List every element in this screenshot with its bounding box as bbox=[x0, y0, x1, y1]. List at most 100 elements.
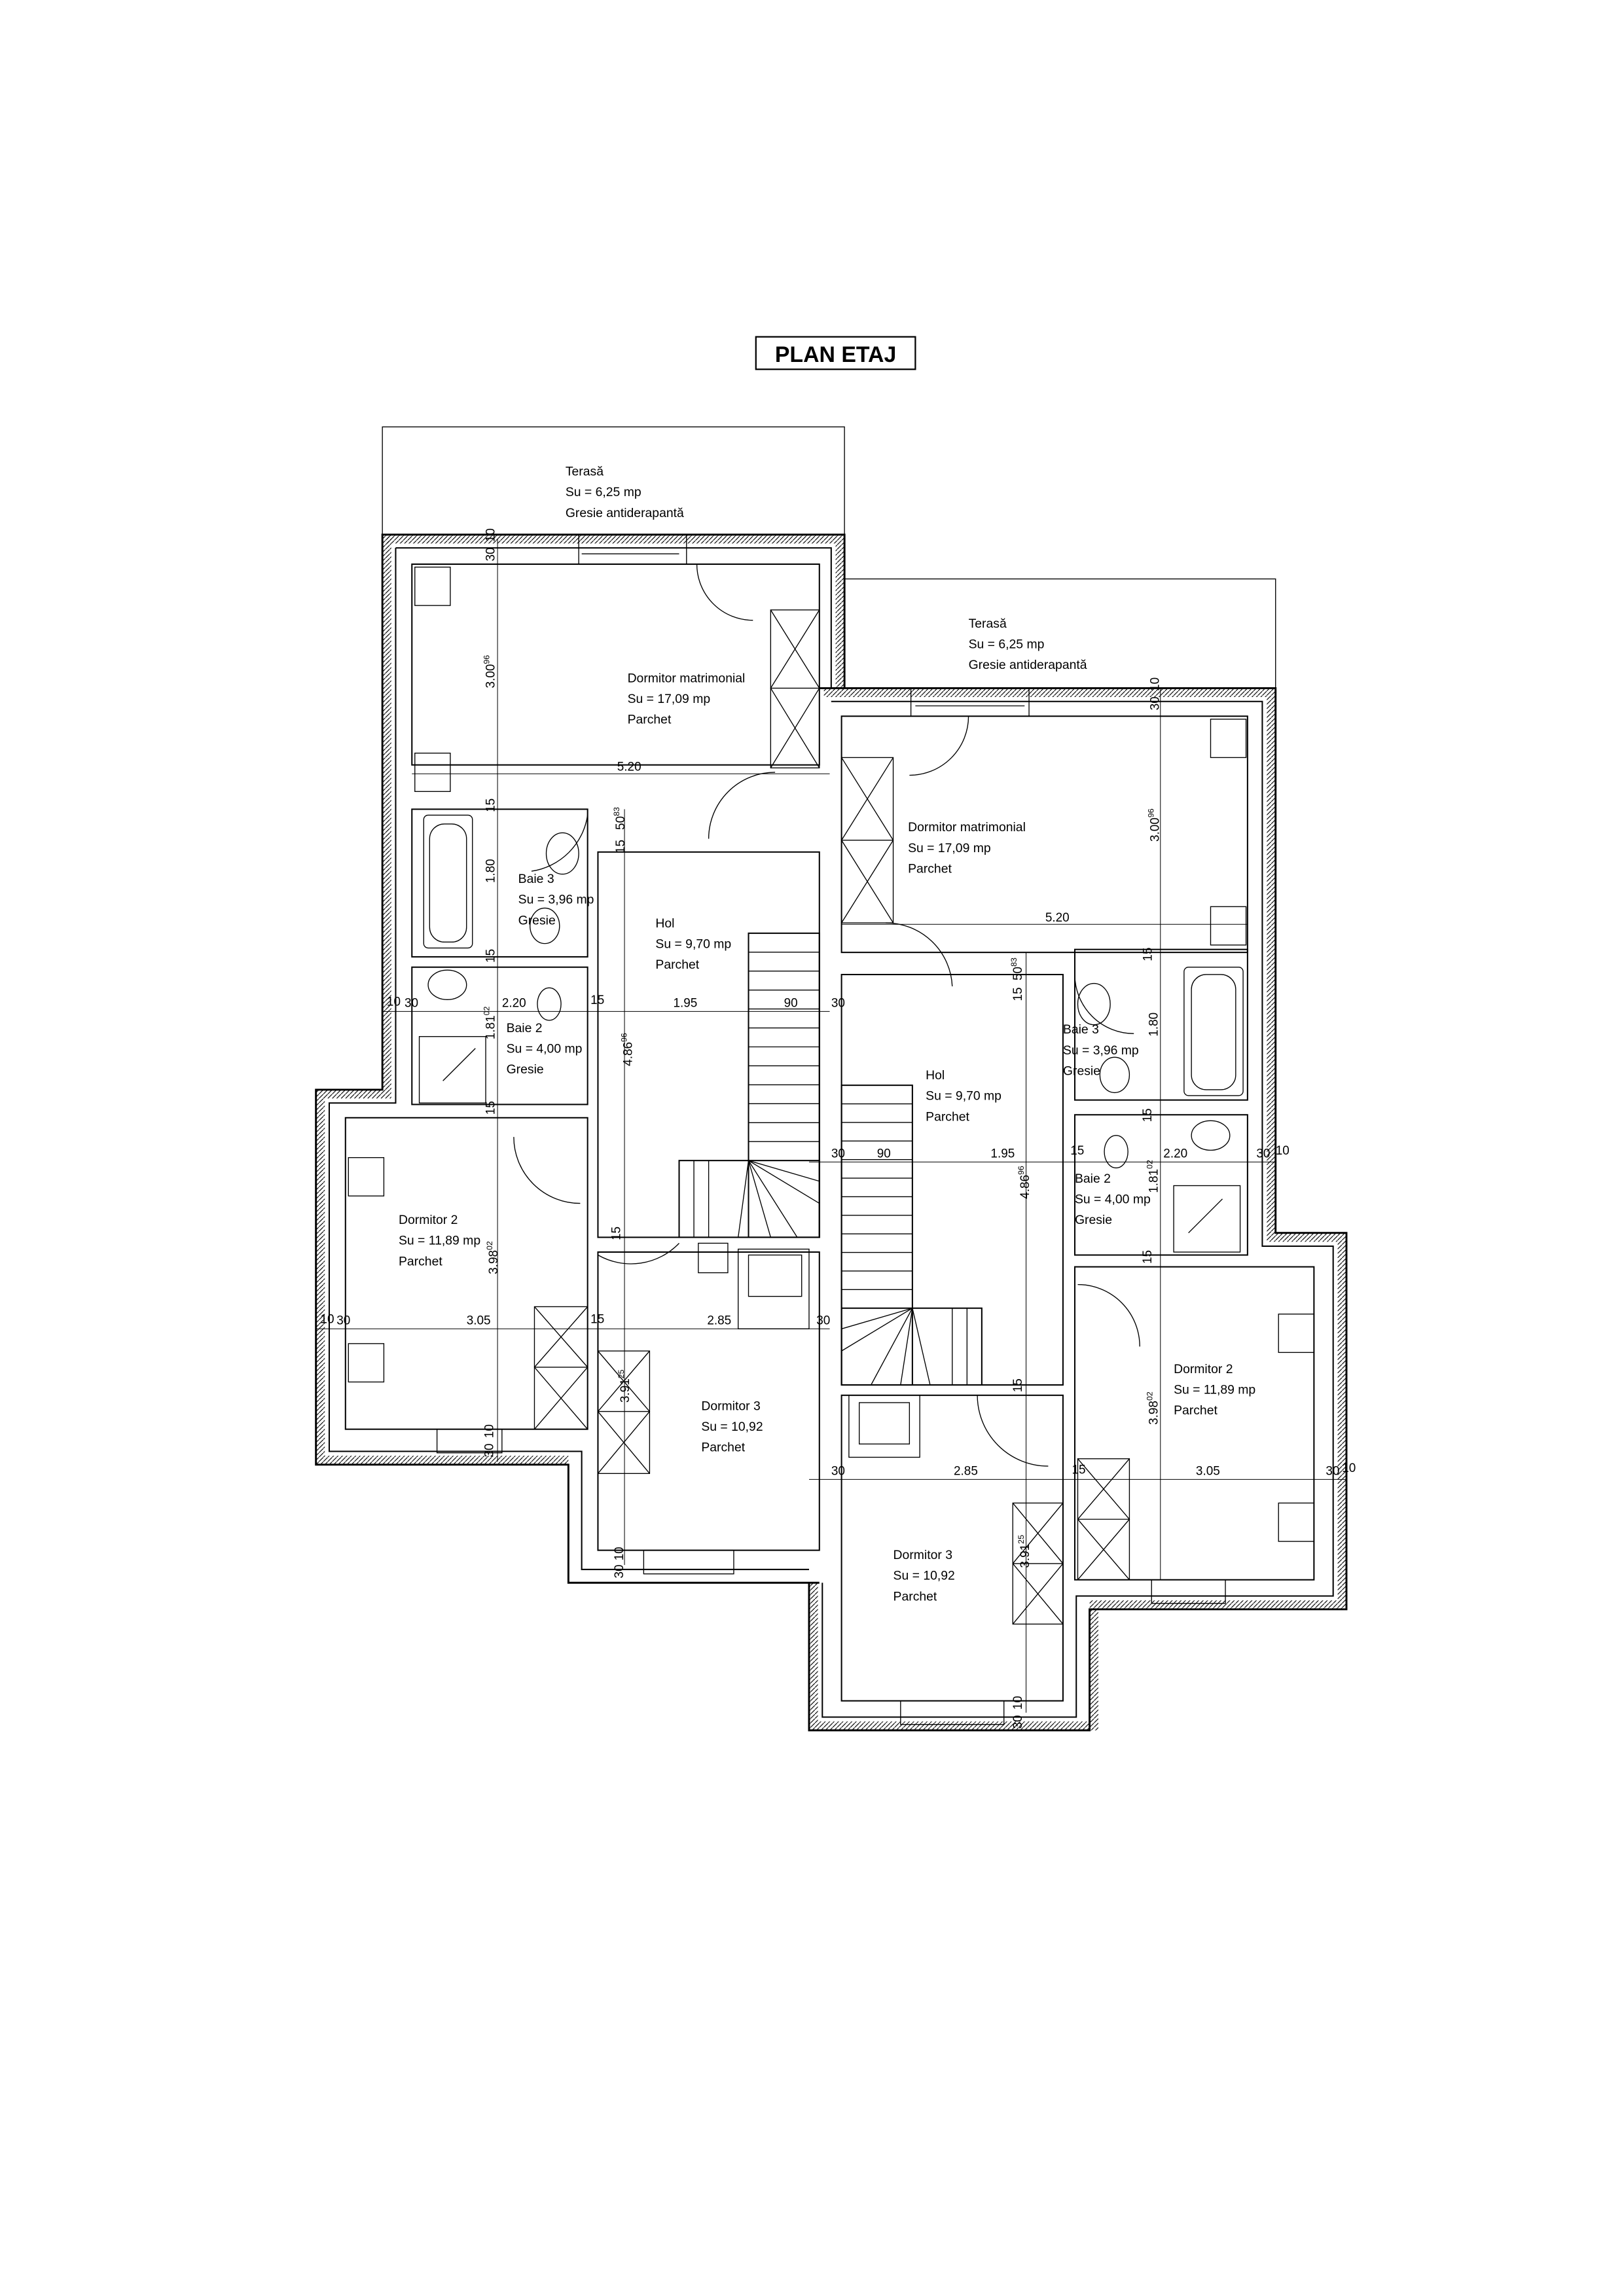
right-dimension-lines bbox=[808, 688, 1346, 1713]
right-dimension-label: 10 bbox=[1011, 1696, 1025, 1710]
right-exterior-insulation bbox=[808, 688, 1346, 1731]
room-floor: Gresie bbox=[1063, 1064, 1100, 1078]
right-dimension-label: 1.8102 bbox=[1145, 1160, 1161, 1193]
dimension-value: 30 bbox=[816, 1314, 830, 1328]
dimension-value: 15 bbox=[1011, 988, 1025, 1001]
left-inner-wall-side bbox=[328, 548, 809, 1570]
dimension-superscript: 83 bbox=[612, 807, 621, 816]
right-master-nightstand bbox=[1210, 719, 1247, 759]
right-outer-wall bbox=[808, 687, 1348, 1732]
room-area: Su = 6,25 mp bbox=[566, 485, 641, 499]
dimension-superscript: 02 bbox=[1145, 1391, 1154, 1401]
room-floor: Gresie antiderapantă bbox=[566, 506, 684, 520]
right-dimension-label: 5.20 bbox=[1045, 911, 1070, 925]
right-bathtub bbox=[1183, 967, 1244, 1096]
left-dimension-label: 30 bbox=[613, 1564, 626, 1578]
left-bathtub-inner bbox=[429, 823, 467, 943]
right-bedroom3-desk-inner bbox=[858, 1402, 911, 1444]
room-name: Hol bbox=[926, 1068, 945, 1083]
dimension-value: 30 bbox=[831, 997, 845, 1011]
left-bedroom2-nightstand bbox=[348, 1157, 385, 1196]
right-shower bbox=[1173, 1185, 1241, 1253]
room-area: Su = 3,96 mp bbox=[518, 893, 594, 907]
dimension-value: 5.20 bbox=[1045, 911, 1070, 925]
dimension-value: 15 bbox=[1141, 948, 1155, 961]
right-inner-wall bbox=[821, 700, 1334, 1718]
room-area: Su = 17,09 mp bbox=[628, 692, 711, 706]
room-floor: Parchet bbox=[893, 1589, 937, 1604]
left-exterior-insulation-side bbox=[316, 534, 569, 1465]
dimension-value: 3.98 bbox=[487, 1250, 501, 1274]
room-floor: Gresie bbox=[1075, 1213, 1112, 1227]
right-stairs bbox=[840, 1085, 913, 1386]
dimension-value: 4.86 bbox=[621, 1042, 635, 1066]
right-bathtub-inner bbox=[1191, 974, 1236, 1090]
left-dimension-label: 30 bbox=[831, 997, 845, 1011]
room-floor: Parchet bbox=[628, 713, 672, 727]
right-dimension-label: 5083 bbox=[1009, 958, 1025, 980]
dimension-value: 15 bbox=[590, 1312, 604, 1326]
left-dimension-label: 10 bbox=[613, 1547, 626, 1560]
right-window-bedroom3 bbox=[900, 1700, 1005, 1725]
plan-title-text: PLAN ETAJ bbox=[775, 342, 896, 367]
room-name: Terasă bbox=[566, 465, 604, 479]
dimension-value: 50 bbox=[1011, 967, 1025, 980]
left-bathtub bbox=[423, 814, 473, 949]
dimension-value: 30 bbox=[1326, 1465, 1339, 1479]
left-dimension-label: 15 bbox=[484, 949, 498, 963]
right-dimension-label: 15 bbox=[1011, 1378, 1025, 1392]
left-bedroom3-desk-inner bbox=[748, 1254, 803, 1297]
dimension-value: 3.91 bbox=[619, 1378, 632, 1403]
room-area: Su = 11,89 mp bbox=[399, 1234, 480, 1248]
room-floor: Parchet bbox=[701, 1440, 745, 1454]
right-bath3-toilet bbox=[1099, 1056, 1130, 1094]
dimension-superscript: 96 bbox=[482, 655, 492, 664]
left-dimension-label: 3.0096 bbox=[482, 655, 498, 689]
dimension-superscript: 02 bbox=[482, 1006, 492, 1015]
room-area: Su = 17,09 mp bbox=[908, 841, 991, 855]
right-dimension-label: 15 bbox=[1141, 948, 1155, 961]
dimension-value: 2.85 bbox=[707, 1314, 731, 1328]
dimension-value: 10 bbox=[1149, 677, 1163, 691]
right-dimension-label: 15 bbox=[1011, 988, 1025, 1001]
right-bath3 bbox=[1074, 948, 1248, 1101]
dimension-value: 90 bbox=[784, 997, 798, 1011]
dimension-value: 30 bbox=[336, 1314, 350, 1328]
room-area: Su = 4,00 mp bbox=[507, 1042, 583, 1056]
right-bedroom2-nightstand-2 bbox=[1278, 1502, 1315, 1542]
right-bath2-sink bbox=[1191, 1120, 1231, 1151]
left-bedroom2-nightstand-2 bbox=[348, 1343, 385, 1383]
right-master-wardrobe-x bbox=[840, 757, 894, 924]
dimension-value: 10 bbox=[613, 1547, 626, 1560]
right-dimension-label: 3.05 bbox=[1196, 1465, 1220, 1479]
room-area: Su = 9,70 mp bbox=[655, 937, 731, 951]
room-name: Dormitor 3 bbox=[701, 1399, 760, 1413]
left-dimension-label: 3.9802 bbox=[485, 1241, 501, 1274]
dimension-value: 1.95 bbox=[673, 997, 697, 1011]
room-name: Baie 2 bbox=[1075, 1172, 1111, 1186]
left-dimension-label: 1.95 bbox=[673, 997, 697, 1011]
left-dimension-label: 4.8696 bbox=[619, 1033, 635, 1066]
dimension-value: 10 bbox=[1011, 1696, 1025, 1710]
room-floor: Parchet bbox=[1174, 1403, 1218, 1418]
left-dimension-label: 15 bbox=[614, 840, 628, 853]
left-dimension-label: 10 bbox=[484, 528, 498, 542]
left-room-label: Terasă Su = 6,25 mp Gresie antiderapantă bbox=[566, 465, 684, 520]
room-name: Dormitor 3 bbox=[893, 1548, 952, 1562]
right-door-arcs bbox=[886, 716, 1140, 1467]
room-name: Terasă bbox=[969, 617, 1007, 631]
dimension-value: 15 bbox=[484, 1101, 498, 1115]
dimension-value: 30 bbox=[1011, 1715, 1025, 1729]
dimension-value: 10 bbox=[387, 995, 401, 1009]
right-master-bedroom bbox=[840, 715, 1248, 954]
right-dimension-label: 2.20 bbox=[1163, 1147, 1187, 1161]
room-floor: Gresie bbox=[518, 913, 556, 927]
left-dimension-label: 10 bbox=[320, 1312, 334, 1326]
dimension-value: 1.81 bbox=[484, 1015, 498, 1039]
left-bedroom2-wardrobe bbox=[533, 1306, 588, 1430]
